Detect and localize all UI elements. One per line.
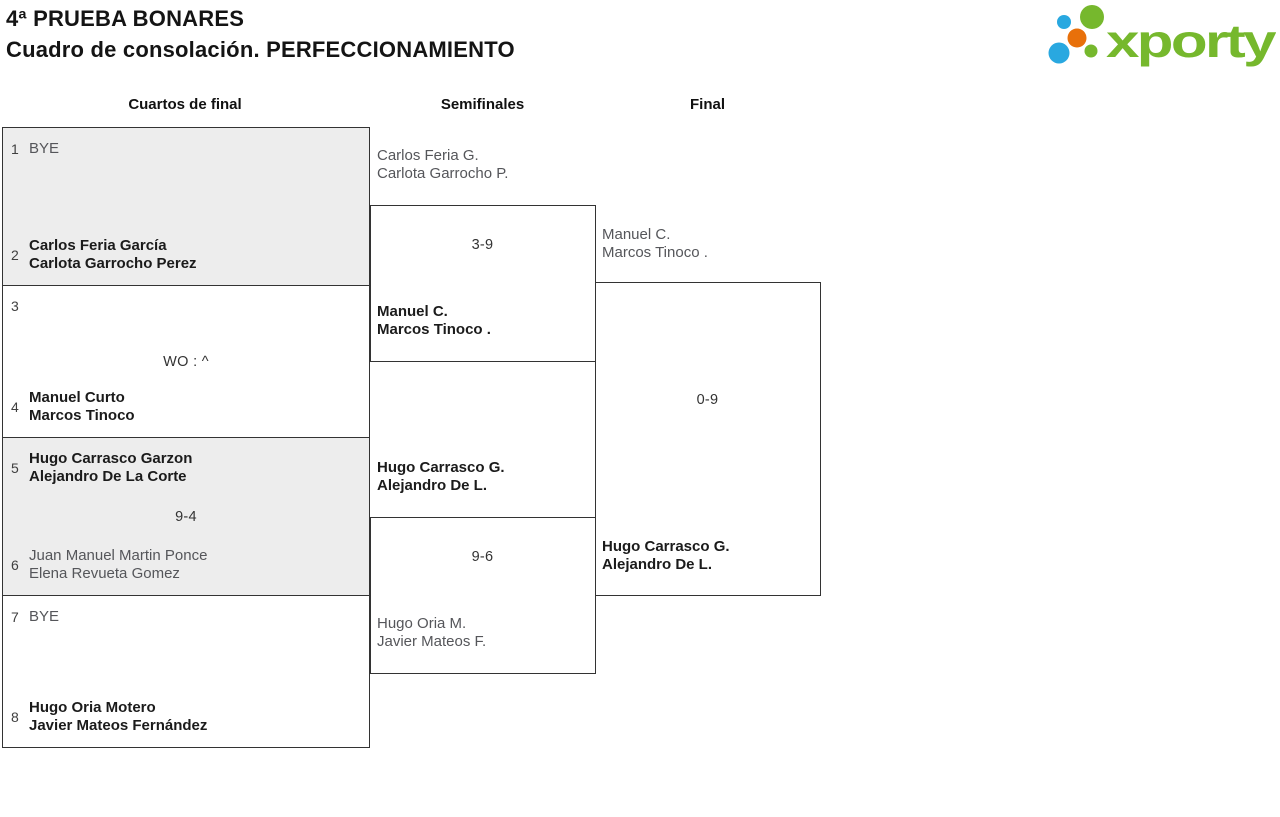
- team-names: BYE: [29, 140, 60, 157]
- seed-number: 5: [11, 460, 19, 476]
- round-header-semifinals: Semifinales: [440, 96, 525, 113]
- seed-number: 1: [11, 141, 19, 157]
- page-title: 4ª PRUEBA BONARES Cuadro de consolación.…: [6, 3, 515, 65]
- round-header-final: Final: [689, 96, 725, 113]
- quarterfinal-match-1-box: 1 BYE 2 Carlos Feria García Carlota Garr…: [2, 127, 370, 286]
- match-score: WO : ^: [163, 353, 209, 370]
- xporty-dots-icon: [1048, 5, 1104, 64]
- seed-number: 6: [11, 557, 19, 573]
- round-header-quarterfinals: Cuartos de final: [128, 96, 242, 113]
- semifinal-1-bottom-team: Manuel C. Marcos Tinoco .: [377, 303, 491, 338]
- semifinal-2-bottom-team: Hugo Oria M. Javier Mateos F.: [377, 615, 487, 650]
- team-slot-4: 4 Manuel Curto Marcos Tinoco: [9, 389, 361, 425]
- seed-number: 8: [11, 709, 19, 725]
- team-names: Hugo Oria Motero Javier Mateos Fernández: [29, 699, 208, 734]
- team-slot-8: 8 Hugo Oria Motero Javier Mateos Fernánd…: [9, 699, 361, 735]
- semifinal-1-score: 3-9: [471, 237, 494, 253]
- team-slot-7: 7 BYE: [9, 608, 361, 626]
- quarterfinal-match-3-box: 5 Hugo Carrasco Garzon Alejandro De La C…: [2, 437, 370, 596]
- final-score: 0-9: [696, 392, 719, 408]
- team-names: Hugo Carrasco Garzon Alejandro De La Cor…: [29, 450, 193, 485]
- xporty-wordmark: xporty: [1106, 15, 1276, 67]
- seed-number: 4: [11, 399, 19, 415]
- team-names: Juan Manuel Martin Ponce Elena Revueta G…: [29, 547, 208, 582]
- semifinal-2-score: 9-6: [471, 549, 494, 565]
- match-score: 9-4: [175, 508, 197, 525]
- seed-number: 3: [11, 298, 19, 314]
- semifinal-match-2-box: [370, 517, 596, 674]
- xporty-logo[interactable]: xporty: [1044, 0, 1276, 70]
- team-slot-5: 5 Hugo Carrasco Garzon Alejandro De La C…: [9, 450, 361, 486]
- team-slot-6: 6 Juan Manuel Martin Ponce Elena Revueta…: [9, 547, 361, 583]
- seed-number: 7: [11, 609, 19, 625]
- final-top-team: Manuel C. Marcos Tinoco .: [602, 226, 708, 261]
- tournament-title: 4ª PRUEBA BONARES: [6, 6, 245, 31]
- team-names: BYE: [29, 608, 60, 625]
- team-slot-3: 3: [9, 298, 361, 314]
- draw-subtitle: Cuadro de consolación. PERFECCIONAMIENTO: [6, 37, 515, 62]
- final-match-box: [595, 282, 821, 596]
- semifinal-match-1-box: [370, 205, 596, 362]
- final-bottom-team: Hugo Carrasco G. Alejandro De L.: [602, 538, 730, 573]
- quarterfinal-match-2-box: 3 WO : ^ 4 Manuel Curto Marcos Tinoco: [2, 285, 370, 438]
- team-names: Manuel Curto Marcos Tinoco: [29, 389, 135, 424]
- semifinal-2-top-team: Hugo Carrasco G. Alejandro De L.: [377, 459, 505, 494]
- team-slot-1: 1 BYE: [9, 140, 361, 158]
- team-slot-2: 2 Carlos Feria García Carlota Garrocho P…: [9, 237, 361, 273]
- seed-number: 2: [11, 247, 19, 263]
- team-names: Carlos Feria García Carlota Garrocho Per…: [29, 237, 197, 272]
- quarterfinal-match-4-box: 7 BYE 8 Hugo Oria Motero Javier Mateos F…: [2, 595, 370, 748]
- semifinal-1-top-team: Carlos Feria G. Carlota Garrocho P.: [377, 147, 509, 182]
